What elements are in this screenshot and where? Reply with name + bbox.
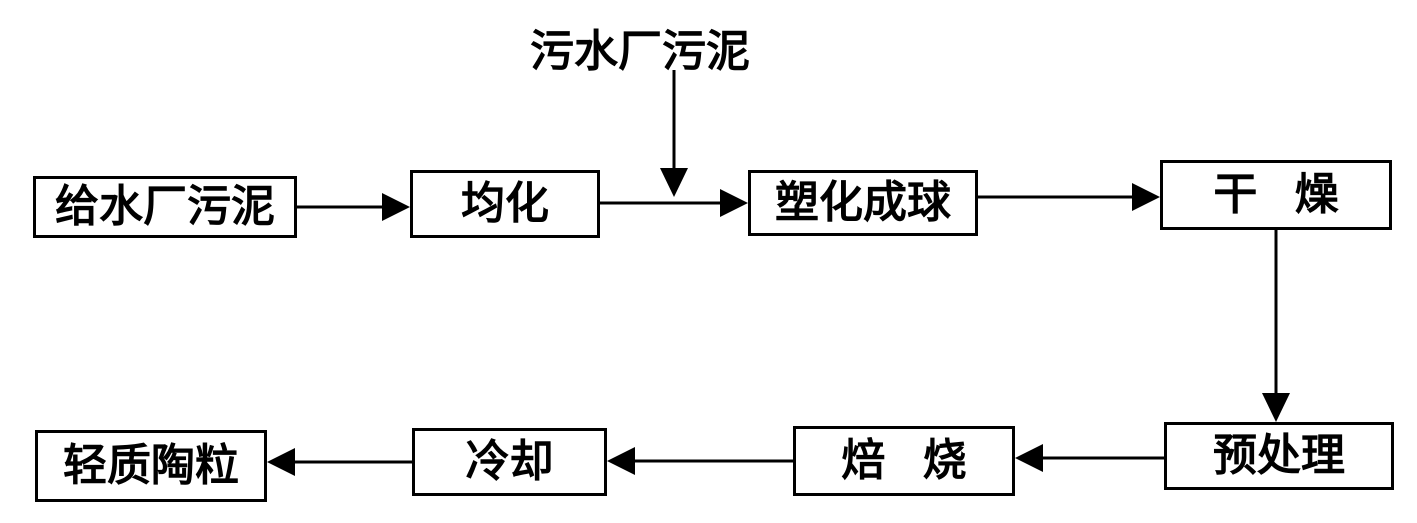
step-box-pretreat: 预处理 [1164, 422, 1394, 490]
arrowhead-pelletize-to-dry [1132, 183, 1160, 211]
step-label-product: 轻质陶粒 [63, 440, 239, 491]
arrowhead-sludge-to-homogenize [382, 193, 410, 221]
arrowhead-roast-to-cool [607, 447, 635, 475]
step-box-roast: 焙 烧 [793, 426, 1015, 496]
arrowhead-cool-to-product [267, 448, 295, 476]
arrowhead-homogenize-to-pelletize [720, 189, 748, 217]
input-label-sewage-sludge: 污水厂污泥 [530, 26, 750, 77]
step-box-water-plant-sludge: 给水厂污泥 [33, 176, 297, 238]
step-label-homogenize: 均化 [461, 178, 549, 229]
step-label-water-plant-sludge: 给水厂污泥 [55, 181, 275, 232]
arrowhead-pretreat-to-roast [1015, 444, 1043, 472]
step-label-dry: 干 燥 [1213, 169, 1350, 220]
step-label-roast: 焙 烧 [841, 435, 978, 486]
step-box-pelletize: 塑化成球 [748, 170, 978, 236]
arrowhead-sewage-down [660, 168, 688, 197]
step-label-pelletize: 塑化成球 [775, 177, 951, 228]
arrowhead-dry-to-pretreat [1262, 393, 1290, 422]
step-box-cool: 冷却 [412, 428, 607, 496]
step-box-product: 轻质陶粒 [35, 430, 267, 502]
step-box-homogenize: 均化 [410, 170, 600, 238]
step-label-pretreat: 预处理 [1213, 430, 1345, 481]
step-box-dry: 干 燥 [1160, 160, 1392, 230]
step-label-cool: 冷却 [465, 436, 554, 487]
